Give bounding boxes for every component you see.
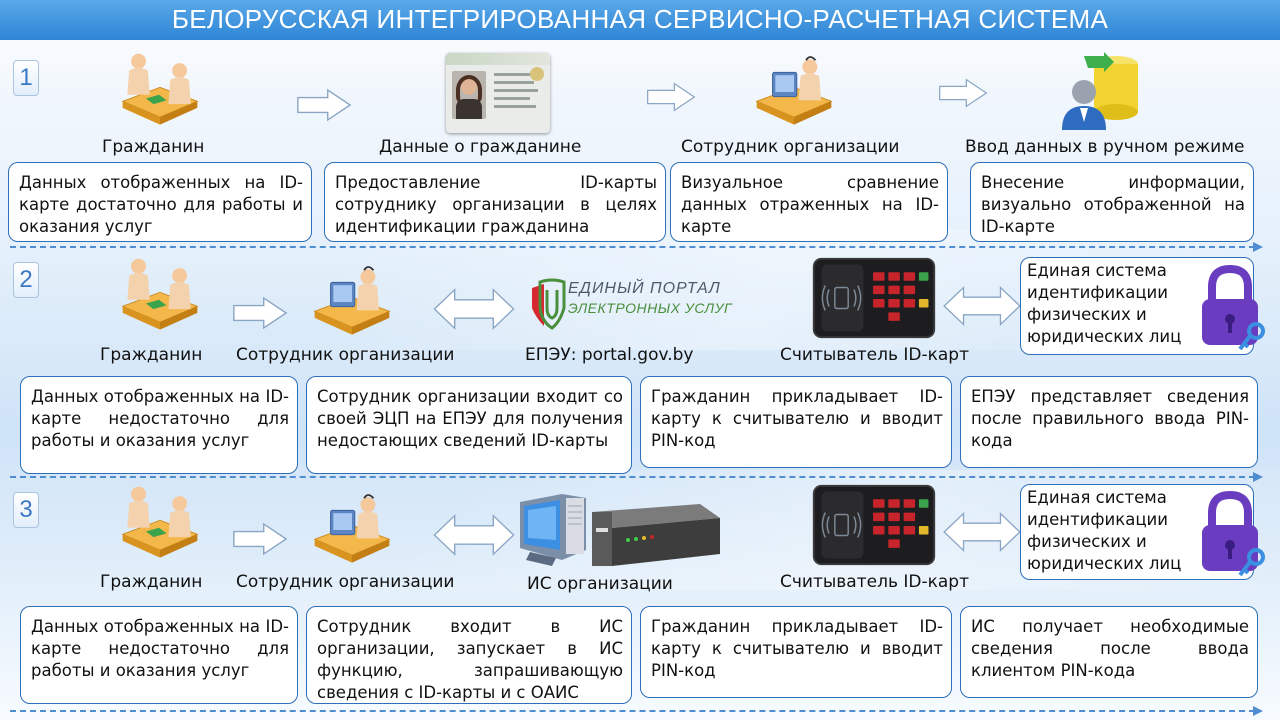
row2-label-employee: Сотрудник организации xyxy=(236,345,455,365)
row3-box-1: Данных отображенных на ID-карте недостат… xyxy=(20,606,298,704)
arrow-bidirectional-icon xyxy=(432,286,516,332)
title-bar: БЕЛОРУССКАЯ ИНТЕГРИРОВАННАЯ СЕРВИСНО-РАС… xyxy=(0,0,1280,40)
padlock-key-icon xyxy=(1198,488,1268,580)
row2-box-4: ЕПЭУ представляет сведения после правиль… xyxy=(960,376,1258,468)
employee-at-desk-icon xyxy=(310,260,394,344)
padlock-key-icon xyxy=(1198,262,1268,354)
row2-label-reader: Считыватель ID-карт xyxy=(780,345,969,365)
row2-label-portal: ЕПЭУ: portal.gov.by xyxy=(525,345,694,365)
row3-box-4: ИС получает необходимые сведения после в… xyxy=(960,606,1258,698)
row3-label-citizen: Гражданин xyxy=(100,572,203,592)
step-number: 1 xyxy=(13,60,39,96)
id-card-reader-icon xyxy=(810,255,938,341)
step-number: 2 xyxy=(13,262,39,298)
arrow-right-icon xyxy=(232,296,288,330)
arrow-right-icon xyxy=(232,522,288,556)
row2-label-citizen: Гражданин xyxy=(100,345,203,365)
step-number: 3 xyxy=(13,492,39,528)
row2-box-1: Данных отображенных на ID-карте недостат… xyxy=(20,376,298,474)
row1-box-4: Внесение информации, визуально отображен… xyxy=(970,162,1254,242)
row1-label-citizen: Гражданин xyxy=(102,137,205,157)
row1-label-citizen-data: Данные о гражданине xyxy=(379,137,582,157)
arrow-bidirectional-icon xyxy=(942,284,1022,328)
server-computer-icon xyxy=(520,494,720,566)
arrow-right-icon xyxy=(646,82,696,112)
row3-label-reader: Считыватель ID-карт xyxy=(780,572,969,592)
portal-logo-mark xyxy=(532,278,566,330)
row1-label-employee: Сотрудник организации xyxy=(681,137,900,157)
row-divider xyxy=(10,242,1263,252)
id-card-reader-icon xyxy=(810,482,938,568)
portal-logo-title: ЕДИНЫЙ ПОРТАЛ xyxy=(568,280,721,297)
arrow-right-icon xyxy=(938,78,988,108)
row2-box-2: Сотрудник организации входит со своей ЭЦ… xyxy=(306,376,632,474)
citizen-meeting-icon xyxy=(118,483,202,567)
portal-logo-subtitle: ЭЛЕКТРОННЫХ УСЛУГ xyxy=(568,300,733,316)
row1-box-1: Данных отображенных на ID-карте достаточ… xyxy=(8,162,312,242)
employee-at-desk-icon xyxy=(752,50,836,134)
arrow-bidirectional-icon xyxy=(942,510,1022,554)
portal-logo: ЕДИНЫЙ ПОРТАЛ ЭЛЕКТРОННЫХ УСЛУГ xyxy=(530,278,733,332)
citizen-meeting-icon xyxy=(118,255,202,339)
citizen-meeting-icon xyxy=(118,50,202,134)
row1-box-3: Визуальное сравнение данных отраженных н… xyxy=(670,162,948,242)
page-title: БЕЛОРУССКАЯ ИНТЕГРИРОВАННАЯ СЕРВИСНО-РАС… xyxy=(171,4,1109,34)
database-user-icon xyxy=(1062,52,1138,130)
row3-box-2: Сотрудник входит в ИС организации, запус… xyxy=(306,606,632,704)
row-divider xyxy=(10,472,1263,482)
arrow-bidirectional-icon xyxy=(432,512,516,558)
arrow-right-icon xyxy=(296,88,352,122)
row1-label-manual-entry: Ввод данных в ручном режиме xyxy=(965,137,1245,157)
employee-at-desk-icon xyxy=(310,488,394,572)
row-divider xyxy=(10,706,1263,716)
row1-box-2: Предоставление ID-карты сотруднику орган… xyxy=(324,162,666,242)
row3-label-employee: Сотрудник организации xyxy=(236,572,455,592)
row3-label-org-is: ИС организации xyxy=(527,574,673,594)
row2-box-3: Гражданин прикладывает ID-карту к считыв… xyxy=(640,376,952,468)
row3-box-3: Гражданин прикладывает ID-карту к считыв… xyxy=(640,606,952,698)
id-card-image xyxy=(446,53,550,133)
